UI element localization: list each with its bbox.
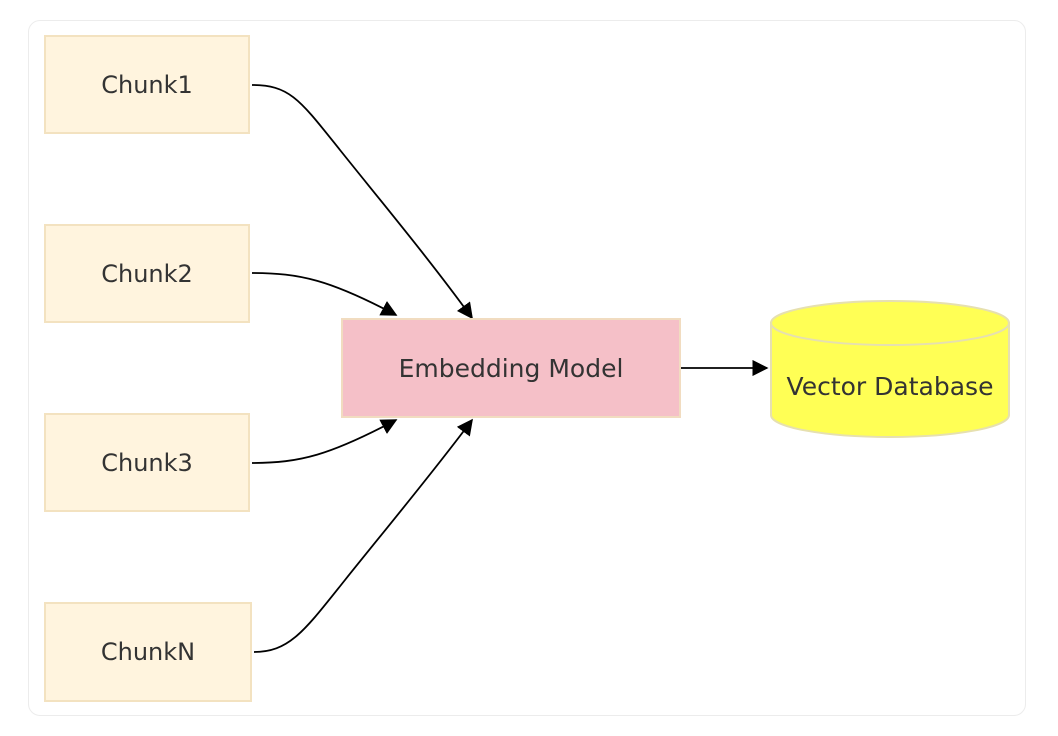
node-chunk3-label: Chunk3 [101,448,193,477]
node-chunk2[interactable]: Chunk2 [44,224,250,323]
node-chunk2-label: Chunk2 [101,259,193,288]
node-vector-database-label: Vector Database [786,371,994,401]
db-top [770,300,1010,346]
node-chunkn-label: ChunkN [100,638,196,666]
edge-chunk1-to-model [251,84,473,320]
node-chunk1[interactable]: Chunk1 [44,35,250,134]
edge-chunk2-to-model [251,272,398,316]
vector-database-cylinder[interactable] [770,300,1010,438]
node-embedding-model[interactable]: Embedding Model [341,318,681,418]
node-chunk1-label: Chunk1 [101,70,193,99]
edge-chunkn-to-model [253,418,473,653]
node-chunkn[interactable]: ChunkN [44,602,252,702]
edge-chunk3-to-model [251,419,398,464]
node-embedding-model-label: Embedding Model [398,353,624,383]
db-body [770,322,1010,438]
node-chunk3[interactable]: Chunk3 [44,413,250,512]
